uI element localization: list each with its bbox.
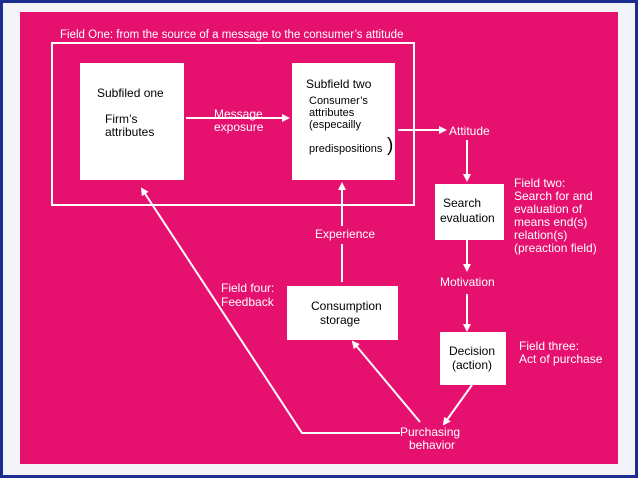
- subfield-one-box: Subfiled one Firm’s attributes: [80, 63, 184, 180]
- experience-label: Experience: [315, 227, 376, 241]
- field-one-outline: [51, 42, 415, 206]
- subfield-one-body-2: attributes: [105, 125, 155, 139]
- subfield-two-line-1: Consumer’s: [309, 95, 368, 107]
- motivation-label: Motivation: [440, 275, 495, 289]
- diagram-connectors: [51, 42, 473, 434]
- subfield-two-line-2: attributes: [309, 107, 355, 119]
- search-evaluation-line-1: Search: [443, 196, 482, 210]
- field-four-line-2: Feedback: [221, 295, 274, 309]
- consumption-storage-line-2: storage: [320, 313, 361, 327]
- message-exposure-line-2: exposure: [214, 120, 264, 134]
- attitude-label: Attitude: [449, 124, 490, 138]
- subfield-two-box: Subfield two Consumer’s attributes (espe…: [292, 63, 395, 180]
- field-one-title: Field One: from the source of a message …: [60, 29, 404, 41]
- field-two-line-2: Search for and: [514, 189, 593, 203]
- purchasing-behavior-line-2: behavior: [409, 438, 456, 452]
- subfield-two-title: Subfield two: [306, 77, 372, 91]
- decision-line-2: (action): [452, 358, 493, 372]
- subfield-two-close-paren: ): [387, 135, 394, 156]
- field-two-line-5: relation(s): [514, 228, 568, 242]
- diagram-canvas: Field One: from the source of a message …: [20, 12, 618, 464]
- arrow-feedback: [140, 187, 400, 434]
- arrow-purchasing-storage: [351, 340, 421, 423]
- search-evaluation-line-2: evaluation: [440, 211, 495, 225]
- search-evaluation-box: Search evaluation: [435, 184, 504, 240]
- subfield-two-line-4: predispositions: [309, 143, 383, 155]
- purchasing-behavior-line-1: Purchasing: [400, 425, 461, 439]
- subfield-one-title: Subfiled one: [97, 86, 164, 100]
- subfield-two-line-3: (especailly: [309, 119, 361, 131]
- field-two-line-6: (preaction field): [514, 241, 597, 255]
- decision-box: Decision (action): [440, 332, 506, 385]
- field-three-line-2: Act of purchase: [519, 352, 603, 366]
- consumption-storage-line-1: Consumption: [311, 299, 382, 313]
- field-two-line-3: evaluation of: [514, 202, 583, 216]
- message-exposure-line-1: Message: [214, 107, 263, 121]
- field-four-line-1: Field four:: [221, 281, 275, 295]
- subfield-one-body-1: Firm’s: [105, 112, 138, 126]
- consumption-storage-box: Consumption storage: [287, 286, 398, 340]
- decision-line-1: Decision: [449, 344, 496, 358]
- arrow-decision-purchasing: [442, 384, 473, 426]
- field-three-line-1: Field three:: [519, 339, 580, 353]
- field-two-line-1: Field two:: [514, 176, 566, 190]
- field-two-line-4: means end(s): [514, 215, 588, 229]
